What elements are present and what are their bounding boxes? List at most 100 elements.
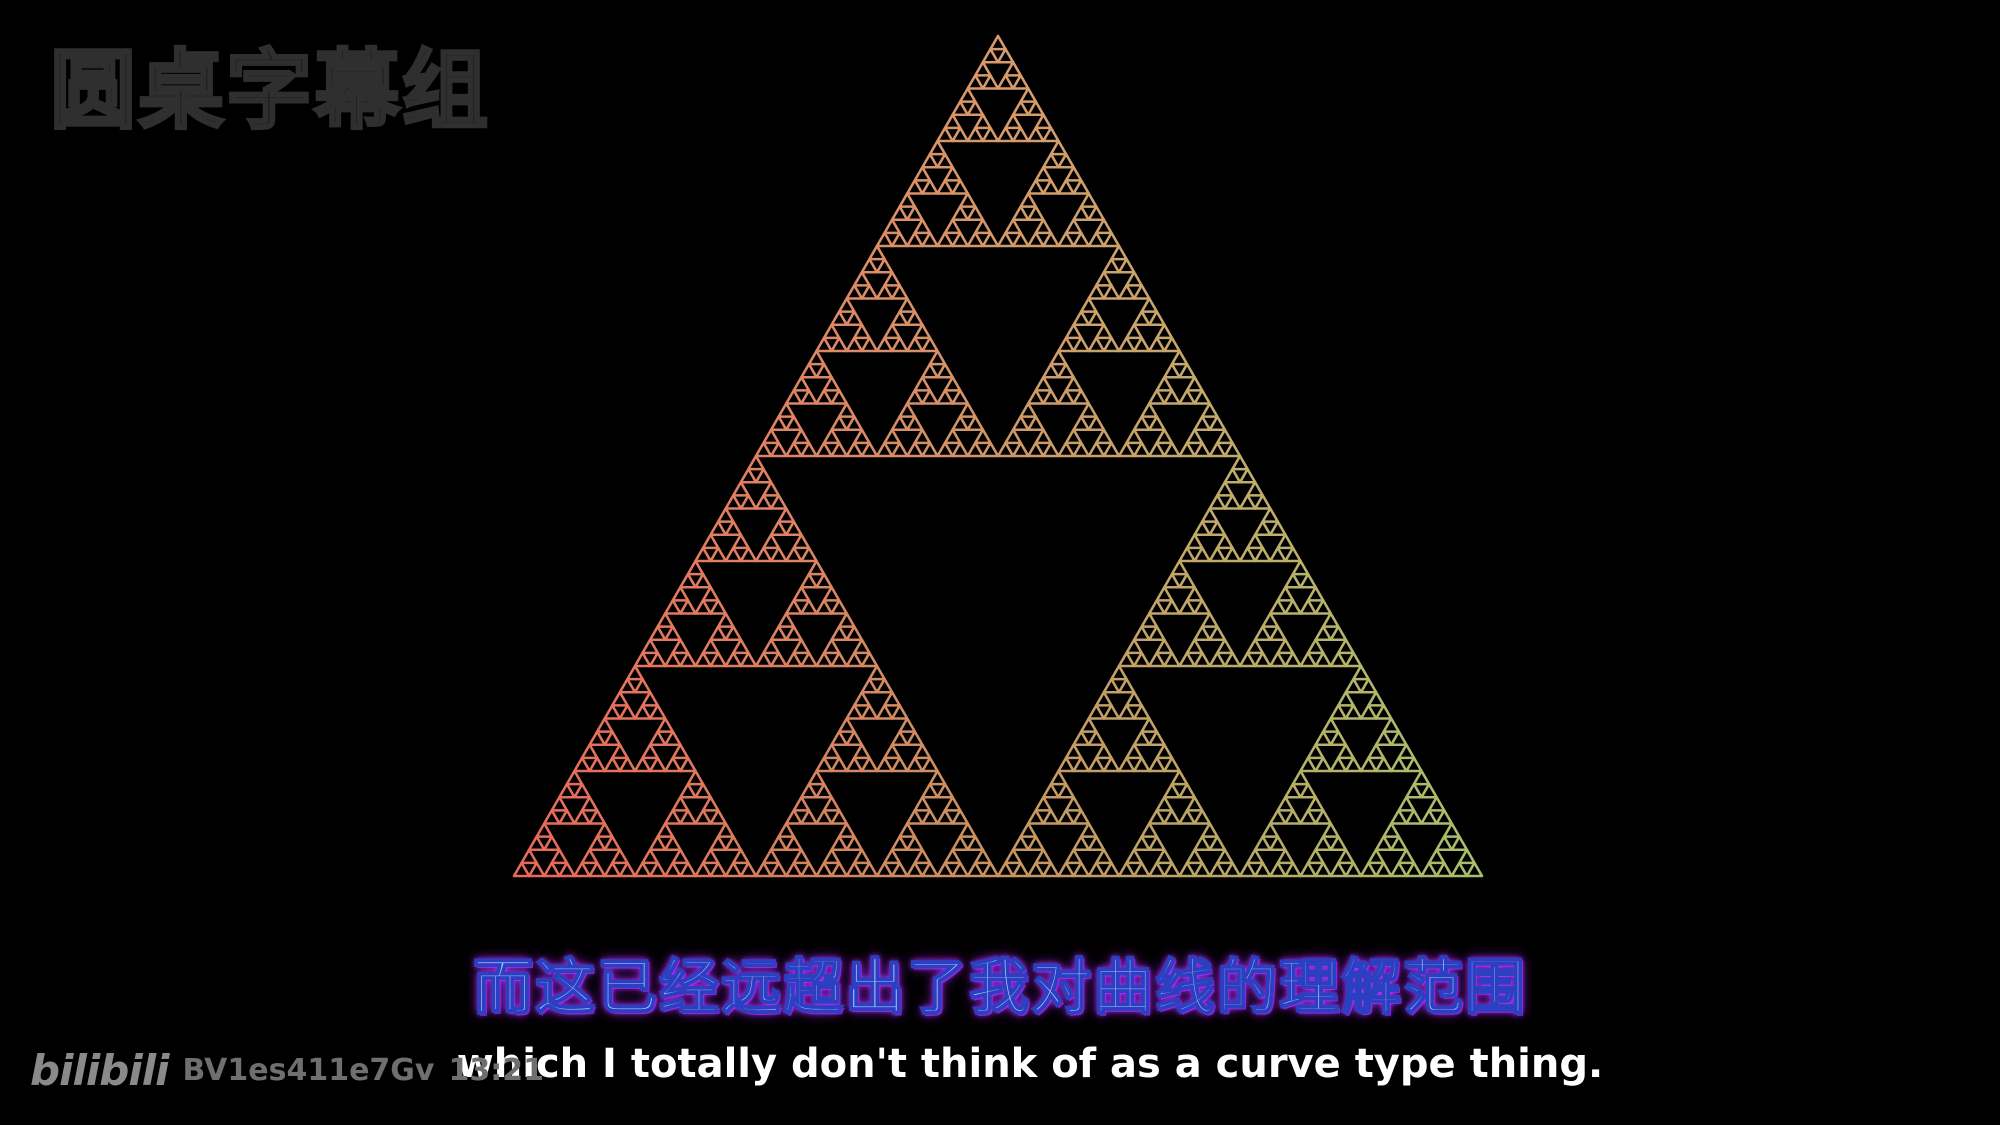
fractal-segment xyxy=(603,730,622,747)
fractal-segment xyxy=(663,625,682,642)
fractal-segment xyxy=(822,795,841,812)
fractal-segment xyxy=(694,861,712,878)
fractal-segment xyxy=(860,651,879,668)
fractal-segment xyxy=(875,257,894,274)
fractal-segment xyxy=(1140,822,1159,838)
fractal-segment xyxy=(875,756,894,773)
fractal-segment xyxy=(1072,441,1091,458)
fractal-segment xyxy=(951,835,970,852)
fractal-segment xyxy=(709,625,728,642)
fractal-segment xyxy=(679,756,697,773)
fractal-segment xyxy=(807,769,826,786)
fractal-segment xyxy=(815,441,833,458)
fractal-segment xyxy=(1284,861,1302,878)
fractal-segment xyxy=(709,835,728,852)
fractal-segment xyxy=(1147,809,1166,825)
fractal-segment xyxy=(663,809,682,825)
fractal-segment xyxy=(527,835,546,852)
fractal-segment xyxy=(716,612,735,628)
fractal-segment xyxy=(1337,743,1355,760)
fractal-segment xyxy=(1299,809,1317,825)
fractal-segment xyxy=(732,480,750,497)
fractal-segment xyxy=(815,651,833,668)
fractal-segment xyxy=(648,730,667,747)
fractal-segment xyxy=(1374,704,1393,720)
fractal-segment xyxy=(542,809,561,825)
fractal-segment xyxy=(762,533,780,550)
fractal-segment xyxy=(1435,861,1454,878)
fractal-segment xyxy=(1042,231,1060,248)
fractal-segment xyxy=(709,651,728,668)
fractal-segment xyxy=(966,231,985,248)
fractal-segment xyxy=(1125,743,1143,760)
fractal-segment xyxy=(1261,612,1280,628)
fractal-segment xyxy=(1155,323,1174,340)
fractal-segment xyxy=(1238,651,1257,668)
fractal-segment xyxy=(663,651,682,668)
fractal-segment xyxy=(754,546,773,563)
fractal-segment xyxy=(1163,756,1181,773)
fractal-segment xyxy=(1329,835,1348,852)
fractal-segment xyxy=(1064,743,1083,760)
fractal-segment xyxy=(890,756,909,773)
fractal-segment xyxy=(1155,428,1174,445)
fractal-segment xyxy=(981,126,1000,143)
fractal-segment xyxy=(792,428,811,445)
fractal-segment xyxy=(1435,835,1454,852)
fractal-segment xyxy=(694,546,712,563)
fractal-segment xyxy=(648,651,667,668)
fractal-segment xyxy=(860,441,879,458)
fractal-segment xyxy=(1193,546,1212,563)
fractal-segment xyxy=(1057,782,1075,799)
fractal-segment xyxy=(1238,494,1257,510)
fractal-segment xyxy=(709,546,728,563)
fractal-segment xyxy=(1284,782,1302,799)
fractal-segment xyxy=(1102,336,1121,353)
fractal-segment xyxy=(883,270,901,287)
fractal-segment xyxy=(1306,848,1325,865)
fractal-segment xyxy=(1223,467,1242,484)
fractal-segment xyxy=(1261,822,1280,838)
fractal-segment xyxy=(542,835,561,852)
subtitle-group-watermark: 圆桌字幕组 xyxy=(49,41,490,141)
fractal-segment xyxy=(550,848,569,865)
fractal-segment xyxy=(1163,861,1181,878)
fractal-segment xyxy=(558,782,576,799)
fractal-segment xyxy=(966,835,985,852)
fractal-segment xyxy=(860,861,879,878)
fractal-segment xyxy=(1223,441,1242,458)
fractal-segment xyxy=(1057,441,1075,458)
fractal-segment xyxy=(1276,585,1295,602)
fractal-segment xyxy=(1087,704,1106,720)
fractal-segment xyxy=(792,638,811,655)
fractal-segment xyxy=(1095,323,1113,340)
fractal-segment xyxy=(648,835,667,852)
fractal-segment xyxy=(905,441,924,458)
fractal-segment xyxy=(1337,848,1355,865)
fractal-segment xyxy=(830,625,849,642)
fractal-segment xyxy=(830,861,849,878)
fractal-segment xyxy=(1359,677,1378,694)
fractal-segment xyxy=(921,782,939,799)
fractal-segment xyxy=(1057,809,1075,825)
fractal-segment xyxy=(1026,100,1045,117)
fractal-segment xyxy=(1268,546,1287,563)
fractal-segment xyxy=(1314,625,1333,642)
fractal-segment xyxy=(701,795,720,812)
fractal-segment xyxy=(800,651,818,668)
fractal-segment xyxy=(966,861,985,878)
fractal-segment xyxy=(1208,861,1227,878)
fractal-segment xyxy=(1087,231,1106,248)
fractal-segment xyxy=(1011,861,1030,878)
fractal-segment xyxy=(943,428,962,445)
fractal-segment xyxy=(1397,795,1416,812)
fractal-segment xyxy=(1276,638,1295,655)
fractal-segment xyxy=(1374,861,1393,878)
fractal-segment xyxy=(1072,861,1091,878)
fractal-segment xyxy=(1087,415,1106,432)
fractal-segment xyxy=(573,861,591,878)
fractal-segment xyxy=(618,704,637,720)
fractal-segment xyxy=(701,585,720,602)
fractal-segment xyxy=(1238,546,1257,563)
